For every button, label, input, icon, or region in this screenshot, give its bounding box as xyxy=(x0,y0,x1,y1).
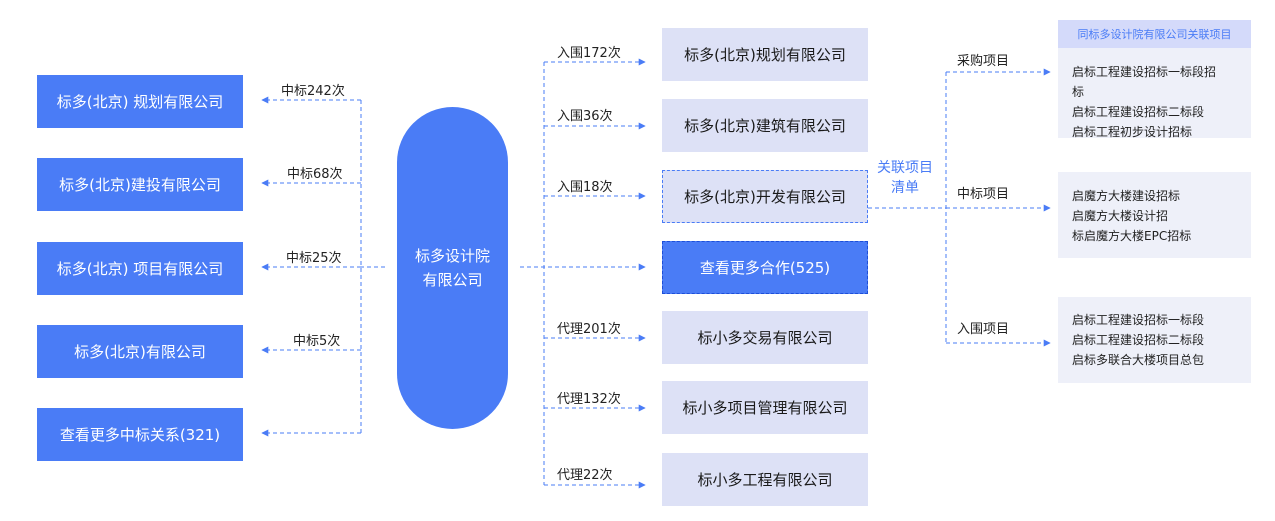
related-panel-title: 同标多设计院有限公司关联项目 xyxy=(1058,20,1251,48)
right-node-3-selected[interactable]: 标多(北京)开发有限公司 xyxy=(662,170,868,223)
list-item[interactable]: 标启魔方大楼EPC招标 xyxy=(1072,229,1192,243)
shortlisted-project-list: 启标工程建设招标一标段 启标工程建设招标二标段 启标多联合大楼项目总包 xyxy=(1058,297,1251,370)
list-item[interactable]: 启魔方大楼建设招标 xyxy=(1072,189,1181,203)
related-projects-link[interactable]: 关联项目 清单 xyxy=(872,158,938,198)
list-item[interactable]: 启魔方大楼设计招 xyxy=(1072,209,1169,223)
right-node-5[interactable]: 标小多交易有限公司 xyxy=(662,311,868,364)
group-label-bid-won: 中标项目 xyxy=(957,187,1010,202)
related-panel-purchase: 同标多设计院有限公司关联项目 启标工程建设招标一标段招 标 启标工程建设招标二标… xyxy=(1058,20,1251,139)
right-node-7[interactable]: 标小多工程有限公司 xyxy=(662,453,868,506)
center-line-2: 有限公司 xyxy=(422,271,483,289)
right-node-6[interactable]: 标小多项目管理有限公司 xyxy=(662,381,868,434)
list-item[interactable]: 启标多联合大楼项目总包 xyxy=(1072,353,1205,367)
left-node-3[interactable]: 标多(北京) 项目有限公司 xyxy=(37,242,243,295)
related-link-line-1: 关联项目 xyxy=(877,160,933,176)
list-item[interactable]: 启标工程建设招标一标段招 xyxy=(1072,65,1217,79)
related-panel-shortlisted: 启标工程建设招标一标段 启标工程建设招标二标段 启标多联合大楼项目总包 xyxy=(1058,297,1251,383)
group-label-purchase: 采购项目 xyxy=(957,54,1010,69)
bid-won-project-list: 启魔方大楼建设招标 启魔方大楼设计招 标启魔方大楼EPC招标 xyxy=(1058,172,1251,246)
right-node-2[interactable]: 标多(北京)建筑有限公司 xyxy=(662,99,868,152)
list-item[interactable]: 启标工程建设招标一标段 xyxy=(1072,313,1205,327)
left-node-1[interactable]: 标多(北京) 规划有限公司 xyxy=(37,75,243,128)
right-edge-label-5: 代理201次 xyxy=(557,322,621,337)
right-edge-label-1: 入围172次 xyxy=(557,46,621,61)
related-link-line-2: 清单 xyxy=(891,180,919,196)
left-edge-label-2: 中标68次 xyxy=(287,167,343,182)
list-item[interactable]: 标 xyxy=(1072,85,1085,99)
center-company-node[interactable]: 标多设计院 有限公司 xyxy=(397,107,508,429)
more-cooperation-button[interactable]: 查看更多合作(525) xyxy=(662,241,868,294)
right-edge-label-3: 入围18次 xyxy=(557,180,613,195)
right-edge-label-6: 代理132次 xyxy=(557,392,621,407)
purchase-project-list: 启标工程建设招标一标段招 标 启标工程建设招标二标段 启标工程初步设计招标 xyxy=(1058,48,1251,142)
more-bid-relations-button[interactable]: 查看更多中标关系(321) xyxy=(37,408,243,461)
list-item[interactable]: 启标工程建设招标二标段 xyxy=(1072,333,1205,347)
list-item[interactable]: 启标工程建设招标二标段 xyxy=(1072,105,1205,119)
related-panel-bid-won: 启魔方大楼建设招标 启魔方大楼设计招 标启魔方大楼EPC招标 xyxy=(1058,172,1251,258)
left-edge-label-3: 中标25次 xyxy=(286,251,342,266)
right-edge-label-2: 入围36次 xyxy=(557,109,613,124)
group-label-shortlisted: 入围项目 xyxy=(957,322,1010,337)
left-node-2[interactable]: 标多(北京)建投有限公司 xyxy=(37,158,243,211)
left-edge-label-1: 中标242次 xyxy=(281,84,345,99)
left-node-4[interactable]: 标多(北京)有限公司 xyxy=(37,325,243,378)
right-edge-label-7: 代理22次 xyxy=(557,468,613,483)
left-edge-label-4: 中标5次 xyxy=(293,334,341,349)
center-line-1: 标多设计院 xyxy=(414,247,490,265)
right-node-1[interactable]: 标多(北京)规划有限公司 xyxy=(662,28,868,81)
list-item[interactable]: 启标工程初步设计招标 xyxy=(1072,125,1193,139)
